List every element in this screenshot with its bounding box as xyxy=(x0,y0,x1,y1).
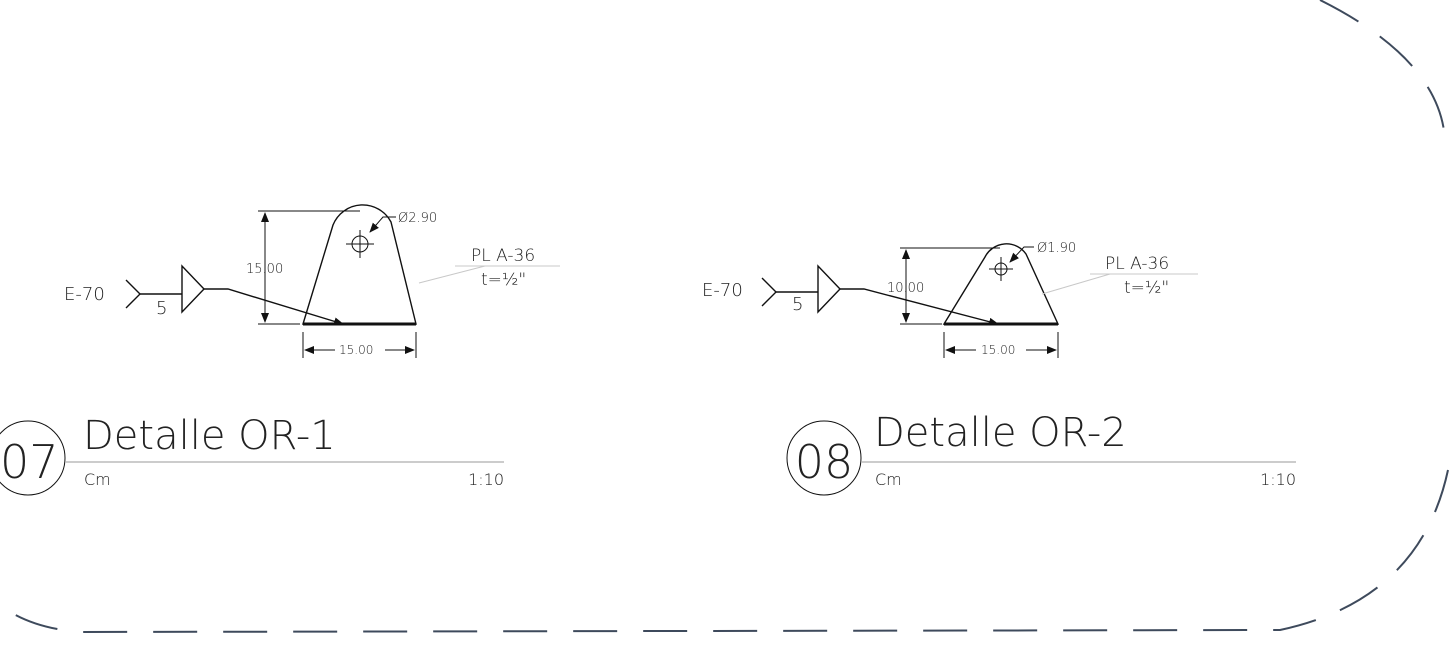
detail-or-1: Ø2.90 15.00 15.00 E-70 5 PL A-36 t=½" 07 xyxy=(0,204,560,496)
electrode-label: E-70 xyxy=(64,284,105,305)
units-label: Cm xyxy=(875,470,902,489)
hole-diameter-label: Ø2.90 xyxy=(398,211,437,226)
detail-number: 07 xyxy=(0,435,59,489)
units-label: Cm xyxy=(84,470,111,489)
plate-thickness-label: t=½" xyxy=(481,270,526,290)
weld-symbol xyxy=(761,264,999,326)
plate-outline xyxy=(942,243,1060,325)
plate-spec-label: PL A-36 xyxy=(471,246,535,266)
plate-thickness-label: t=½" xyxy=(1124,278,1169,298)
weld-size-label: 5 xyxy=(792,294,803,315)
hole-leader xyxy=(1009,246,1034,263)
height-dimension-label: 15.00 xyxy=(246,262,283,277)
plate-spec-label: PL A-36 xyxy=(1105,254,1169,274)
scale-label: 1:10 xyxy=(468,470,504,489)
weld-size-label: 5 xyxy=(156,298,167,319)
hole-symbol xyxy=(346,230,374,258)
hole-diameter-label: Ø1.90 xyxy=(1037,241,1076,256)
hole-leader xyxy=(369,216,396,233)
electrode-label: E-70 xyxy=(702,280,743,301)
height-dimension-label: 10.00 xyxy=(887,281,924,296)
weld-symbol xyxy=(125,264,344,326)
detail-number: 08 xyxy=(795,435,854,489)
detail-title: Detalle OR-2 xyxy=(874,410,1127,456)
plate-outline xyxy=(302,204,417,325)
detail-or-2: Ø1.90 10.00 15.00 E-70 5 PL A-36 t=½" 08… xyxy=(702,241,1296,496)
width-dimension-label: 15.00 xyxy=(339,343,373,357)
hole-symbol xyxy=(989,257,1013,281)
scale-label: 1:10 xyxy=(1260,470,1296,489)
detail-title: Detalle OR-1 xyxy=(83,413,336,459)
width-dimension-label: 15.00 xyxy=(981,343,1015,357)
